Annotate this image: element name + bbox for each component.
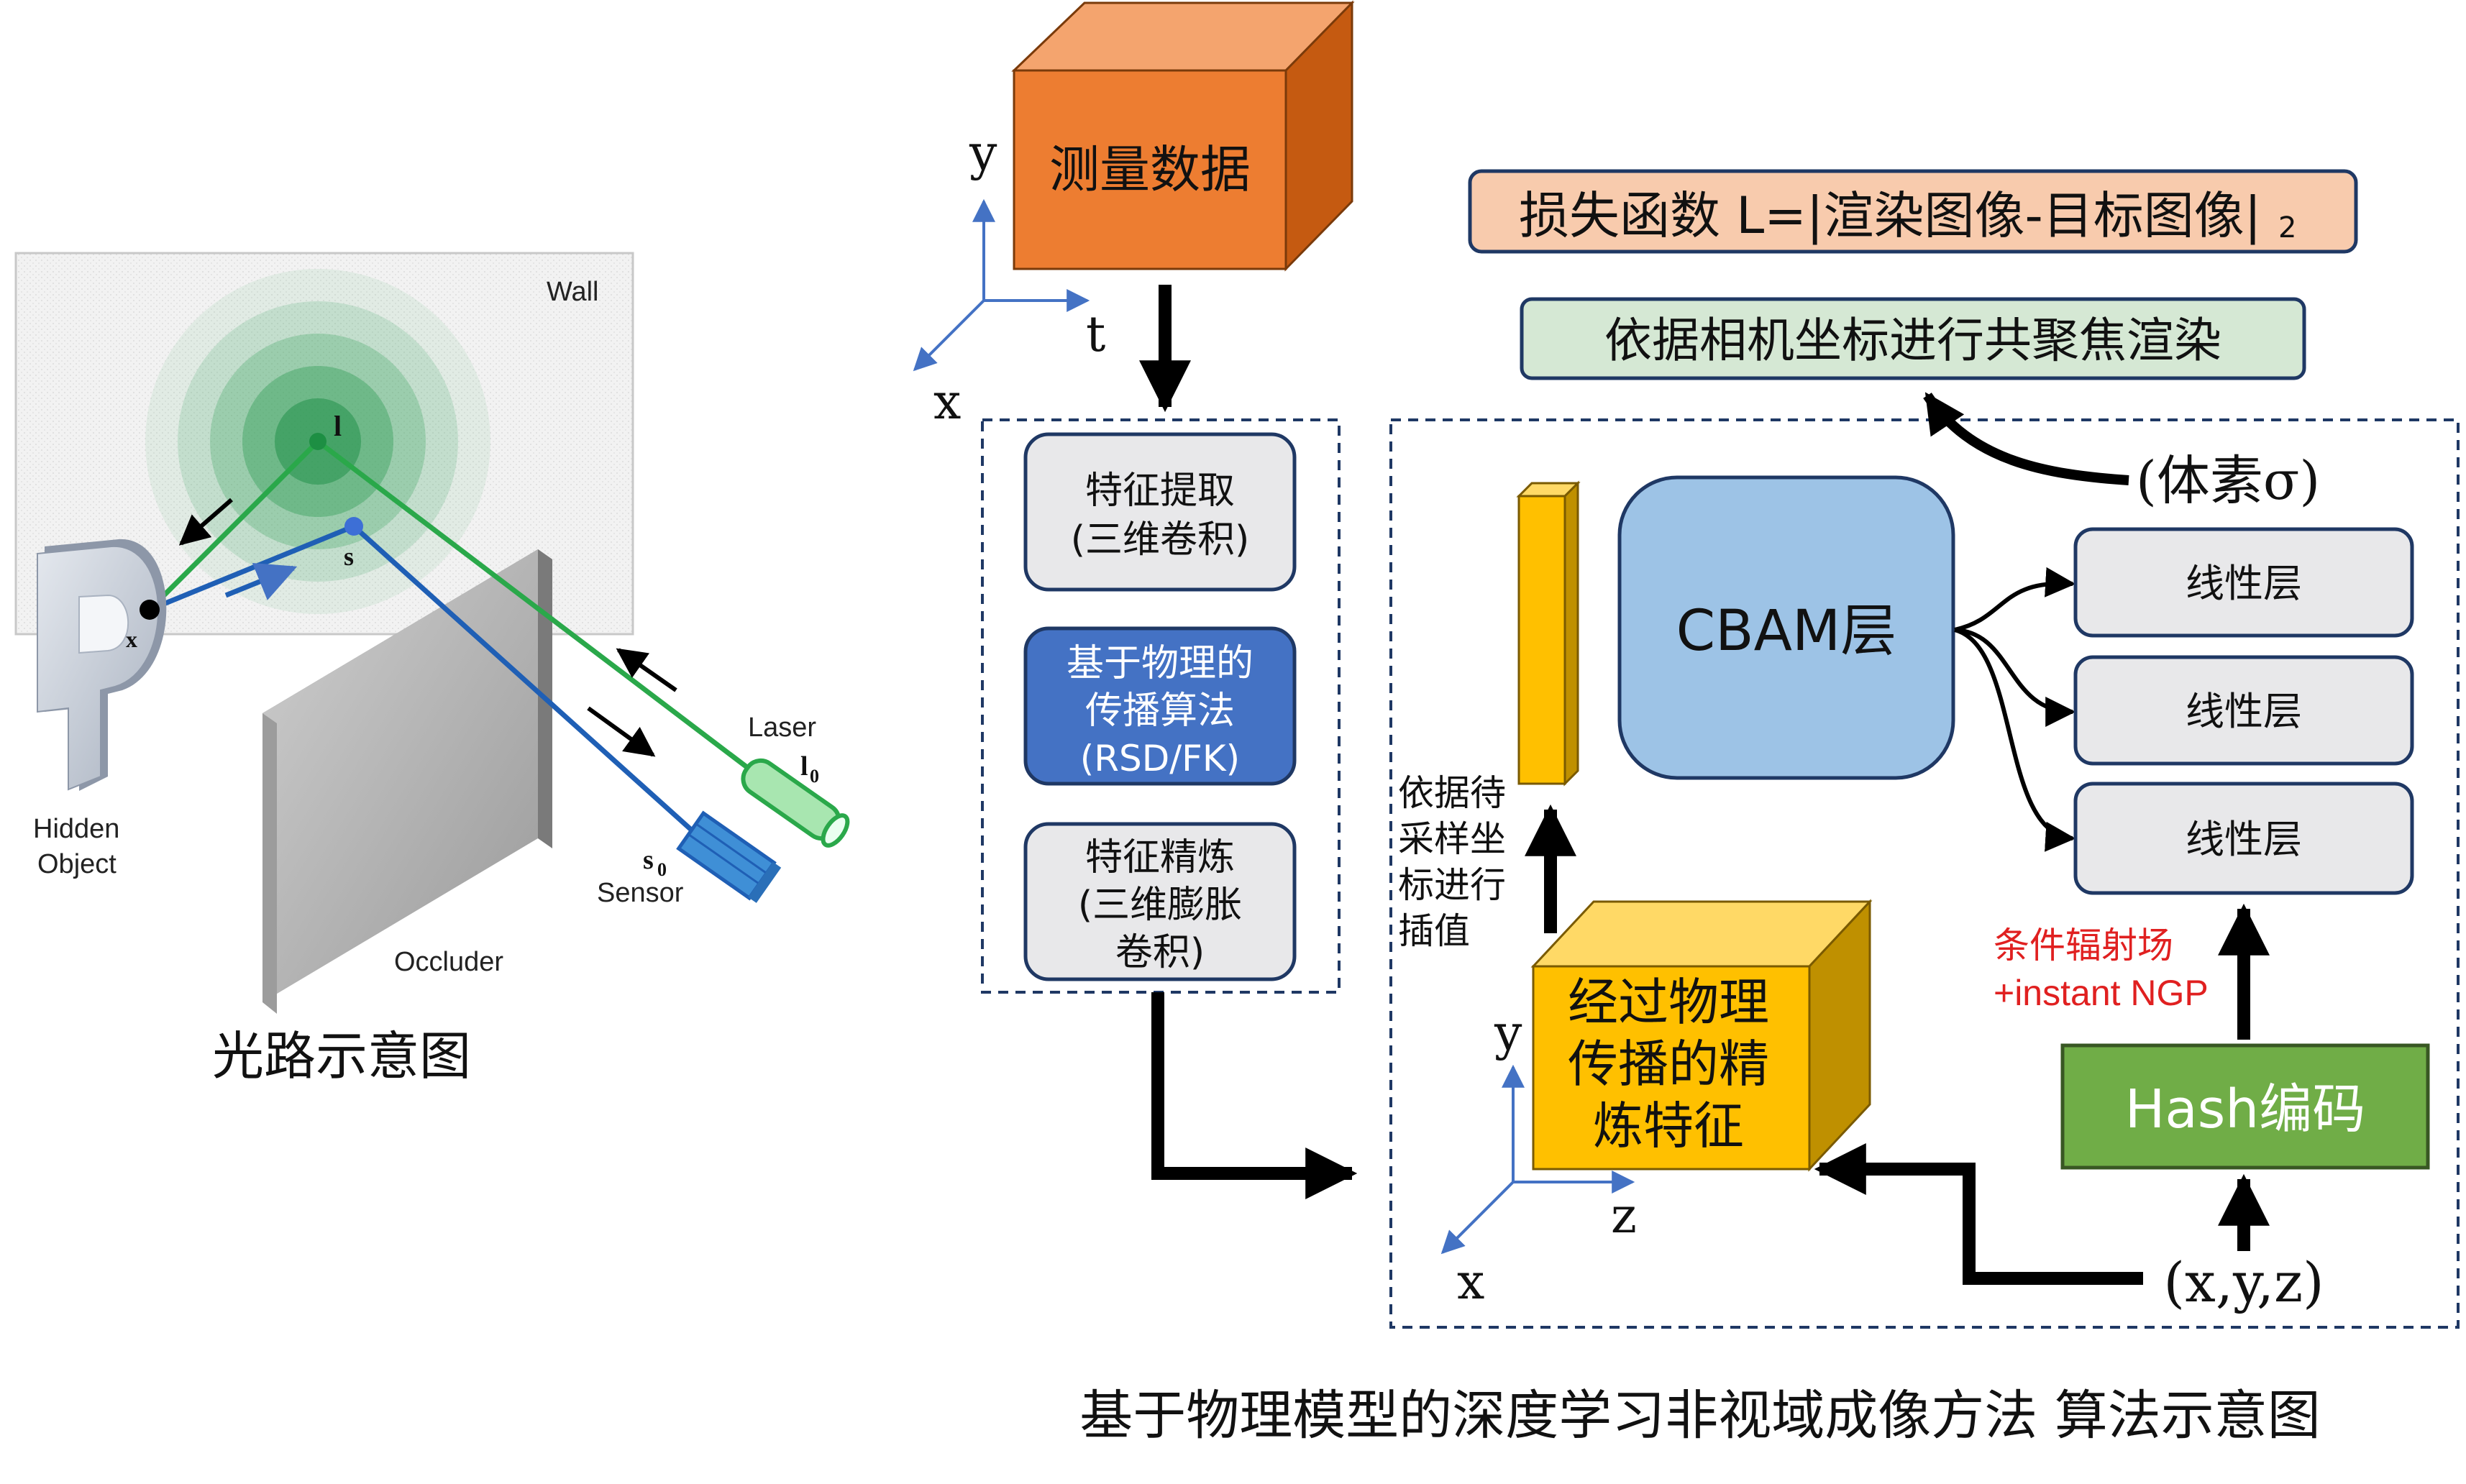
occluder-label: Occluder [394,947,503,977]
right-caption: 基于物理模型的深度学习非视域成像方法 算法示意图 [1079,1385,2321,1447]
measured-data-label: 测量数据 [1049,140,1251,199]
ngp-label-2: +instant NGP [1994,973,2209,1013]
arrow-stack-to-frame [1151,992,1358,1199]
hidden-object-p [37,539,167,791]
sensor-symbol: s [643,845,654,875]
feature-refine-box [1023,822,1297,981]
refined-features-cube [1530,899,1873,1172]
point-s-dot [344,517,363,536]
point-l-label: l [334,410,342,442]
hash-encoding-box [2060,1043,2430,1170]
voxel-label: (体素σ) [2136,450,2320,512]
physics-algorithm-box [1023,626,1297,786]
direction-arrows [178,498,677,757]
sensor-label: Sensor [597,878,684,908]
hidden-object-label-1: Hidden [33,814,119,844]
linear-layer-box-3 [2073,782,2414,895]
laser-symbol-index: 0 [810,766,819,787]
interp-line-3: 标进行 [1398,864,1506,906]
xyz-label: (x,y,z) [2163,1250,2324,1314]
arrow-voxel-to-render [1923,392,2129,485]
linear-layer-box-1 [2073,527,2414,638]
wall-label: Wall [547,277,598,307]
hash-encoding-label: Hash编码 [2125,1078,2365,1140]
cube-axis-z: z [1611,1188,1637,1245]
physics-line-3: (RSD/FK) [1080,738,1240,779]
refined-line-2: 传播的精 [1568,1035,1769,1094]
arrow-xyz-to-cube [1814,1143,2143,1285]
cube-axis-x: x [1457,1254,1484,1311]
ngp-label-1: 条件辐射场 [1994,925,2173,966]
top-axis-x: x [933,374,961,431]
top-axis-y: y [969,125,997,182]
render-box [1520,297,2306,380]
linear-layer-label-2: 线性层 [2186,689,2302,734]
interp-line-2: 采样坐 [1398,818,1506,860]
feature-extract-box [1023,432,1297,592]
sensor-symbol-index: 0 [657,859,667,880]
linear-layer-label-3: 线性层 [2186,817,2302,862]
interpolation-feature-bar [1516,480,1581,787]
point-x-dot [140,600,160,620]
linear-layer-label-1: 线性层 [2186,561,2302,606]
feature-extract-line-1: 特征提取 [1085,470,1235,513]
refine-line-3: 卷积) [1115,931,1205,974]
cube-axis-y: y [1494,1005,1522,1062]
loss-box [1468,169,2358,254]
light-rays [147,439,804,851]
loss-subscript: 2 [2278,211,2296,244]
hidden-object-label-2: Object [37,849,117,879]
point-x-label: x [126,626,137,652]
point-l-dot [309,433,326,450]
feature-extract-line-2: (三维卷积) [1071,518,1250,562]
left-panel: Wall [14,252,850,1086]
sensor-device [676,810,782,903]
measured-data-cube [1011,0,1355,272]
refine-line-2: (三维膨胀 [1078,884,1242,927]
right-panel: y t x 测量数据 特征提取 (三维卷积) 基于物理的 传播算法 (RSD/F… [913,0,2460,1447]
refine-line-1: 特征精炼 [1085,836,1235,879]
physics-line-1: 基于物理的 [1067,642,1253,685]
interp-line-4: 插值 [1398,910,1470,952]
render-text: 依据相机坐标进行共聚焦渲染 [1604,313,2221,368]
laser-symbol: l [800,751,808,782]
refined-line-3: 炼特征 [1593,1096,1744,1155]
cbam-branches [1954,567,2076,852]
cube-axes [1440,1064,1635,1255]
point-s-label: s [344,542,354,571]
cbam-label: CBAM层 [1676,599,1897,664]
refined-line-1: 经过物理 [1568,973,1769,1032]
top-axis-t: t [1086,306,1105,363]
top-axes [913,198,1090,372]
right-frame [1389,418,2460,1329]
linear-layer-box-2 [2073,655,2414,766]
laser-label: Laser [748,713,816,743]
loss-text: 损失函数 L=|渲染图像-目标图像| [1519,186,2261,245]
left-caption: 光路示意图 [212,1026,471,1086]
laser-device [741,758,850,848]
physics-line-2: 传播算法 [1085,690,1235,733]
interp-line-1: 依据待 [1398,772,1506,814]
cbam-box [1617,475,1955,780]
